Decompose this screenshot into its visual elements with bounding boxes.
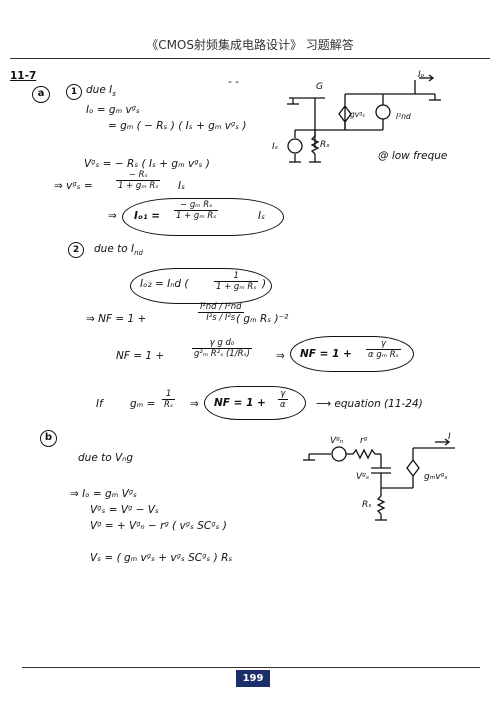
circuit-b-label-rs: Rₛ <box>362 500 372 510</box>
nf4-label: NF = 1 + <box>214 397 266 409</box>
step2-marker: 2 <box>68 242 84 258</box>
circuit-a-label-rs: Rₛ <box>320 140 330 150</box>
nf2-arrow: ⇒ <box>276 350 285 362</box>
circuit-b-label-vgs: Vᵍₛ <box>356 472 370 482</box>
header-rule <box>10 58 490 59</box>
circuit-a-label-ind: I²nd <box>396 112 411 121</box>
part-b-vg-equation: Vᵍ = + Vᵍₙ − rᵍ ( vᵍₛ SCᵍₛ ) <box>90 520 227 532</box>
io2-result-box <box>130 268 272 304</box>
io1-result-box <box>122 198 284 236</box>
circuit-a-label-g: G <box>316 82 323 92</box>
io-equation-1: Iₒ = gₘ vᵍₛ <box>86 104 140 116</box>
circuit-part-b <box>303 438 455 521</box>
nf4-result-box <box>204 386 306 420</box>
step1-heading: due Is <box>86 84 116 99</box>
if-label: If <box>96 398 103 410</box>
if-arrow: ⇒ <box>190 398 199 410</box>
low-freq-note: @ low freque <box>378 150 448 162</box>
part-a-marker: a <box>32 86 50 103</box>
circuit-part-a <box>287 74 441 163</box>
problem-number: 11-7 <box>10 70 37 82</box>
io2-label: Iₒ₂ = Iₙd ( <box>140 278 189 290</box>
page-header: 《CMOS射频集成电路设计》 习题解答 <box>146 38 354 52</box>
if-condition: gₘ = <box>130 398 156 410</box>
step1-marker: 1 <box>66 84 82 100</box>
circuit-a-label-io: Iₒ <box>418 70 425 80</box>
equation-reference: ⟶ equation (11-24) <box>316 398 423 410</box>
nf1-lhs: ⇒ NF = 1 + <box>86 313 147 325</box>
part-b-marker: b <box>40 430 57 447</box>
step1-dash: - - <box>228 76 239 88</box>
io1-tail: Iₛ <box>258 210 266 222</box>
nf3-label: NF = 1 + <box>300 348 352 360</box>
part-b-vgs-equation: Vᵍₛ = Vᵍ − Vₛ <box>90 504 159 516</box>
io2-close: ) <box>262 278 267 290</box>
vgs-equation-lhs: ⇒ vᵍₛ = <box>54 180 93 192</box>
part-b-vs-equation: Vₛ = ( gₘ vᵍₛ + vᵍₛ SCᵍₛ ) Rₛ <box>90 552 233 564</box>
nf1-tail: ( gₘ Rₛ )⁻² <box>236 313 289 325</box>
circuit-b-label-vgn: Vᵍₙ <box>330 436 344 446</box>
io1-arrow: ⇒ <box>108 210 117 222</box>
part-b-due: due to Vₙg <box>78 452 134 464</box>
vgs-tail: Iₛ <box>178 180 186 192</box>
circuit-b-label-gm: gₘvᵍₛ <box>424 472 448 482</box>
circuit-b-label-i: I <box>448 432 451 442</box>
io-equation-2: = gₘ ( − Rₛ ) ( Iₛ + gₘ vᵍₛ ) <box>108 120 247 132</box>
page-number: 199 <box>236 670 270 687</box>
circuit-a-label-vgs: gvᵍₛ <box>350 110 366 119</box>
nf2-lhs: NF = 1 + <box>116 350 165 362</box>
circuit-b-label-rg: rᵍ <box>360 436 368 446</box>
step2-heading: due to Ind <box>94 243 143 258</box>
footer-rule <box>22 667 480 668</box>
part-b-io-equation: ⇒ Iₒ = gₘ Vᵍₛ <box>70 488 137 500</box>
io1-label: Iₒ₁ = <box>134 210 161 222</box>
nf3-result-box <box>290 336 414 372</box>
circuit-a-label-is: Iₛ <box>272 142 279 152</box>
vgs-equation-1: Vᵍₛ = − Rₛ ( Iₛ + gₘ vᵍₛ ) <box>84 158 210 170</box>
